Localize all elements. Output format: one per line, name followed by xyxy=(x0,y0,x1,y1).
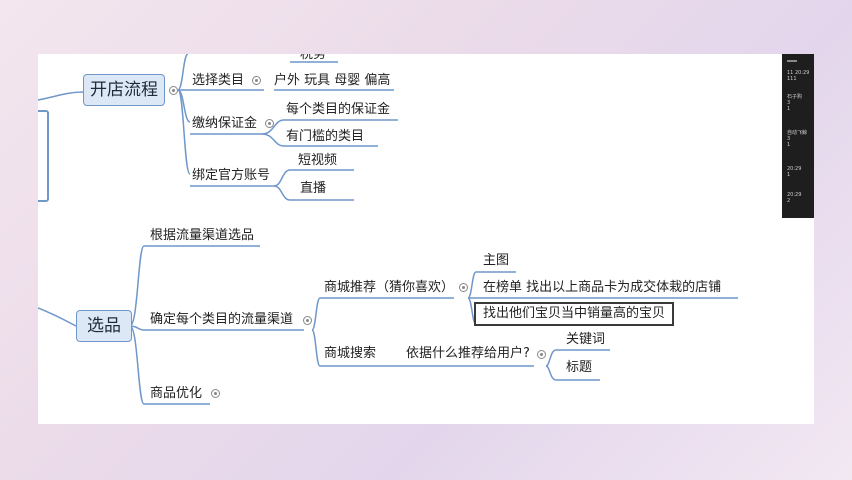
node-keyword[interactable]: 关键词 xyxy=(566,332,606,347)
node-deposit-each[interactable]: 每个类目的保证金 xyxy=(286,102,391,117)
node-live[interactable]: 直播 xyxy=(300,181,327,196)
panel-line: 111 xyxy=(787,76,797,82)
mindmap-canvas: 税务 开店流程 选择类目 户外 玩具 母婴 偏高 缴纳保证金 每个类目的保证金 … xyxy=(38,54,814,424)
root-node[interactable] xyxy=(38,110,49,202)
collapse-toggle-icon[interactable] xyxy=(265,119,274,128)
collapse-toggle-icon[interactable] xyxy=(169,86,178,95)
panel-line: 3 xyxy=(787,100,791,106)
node-tax[interactable]: 税务 xyxy=(300,54,327,62)
panel-line: 20:29 xyxy=(787,192,802,198)
collapse-toggle-icon[interactable] xyxy=(537,350,546,359)
root-link-bottom xyxy=(38,307,77,327)
collapse-toggle-icon[interactable] xyxy=(252,76,261,85)
side-panel: 11 20:29 111 石子购 3 1 自动飞鲸 3 1 20:29 1 20… xyxy=(782,54,814,218)
node-bind-account[interactable]: 绑定官方账号 xyxy=(192,168,271,183)
node-channels[interactable]: 确定每个类目的流量渠道 xyxy=(150,312,294,327)
main-node-product-selection[interactable]: 选品 xyxy=(76,310,132,342)
node-deposit-threshold[interactable]: 有门槛的类目 xyxy=(286,129,365,144)
collapse-toggle-icon[interactable] xyxy=(303,316,312,325)
node-recommend-basis[interactable]: 依据什么推荐给用户? xyxy=(406,346,530,361)
panel-line: 石子购 xyxy=(787,94,803,100)
panel-line: 11 20:29 xyxy=(787,70,810,76)
expand-toggle-icon[interactable] xyxy=(211,389,220,398)
node-deposit[interactable]: 缴纳保证金 xyxy=(192,116,258,131)
panel-line: 20:29 xyxy=(787,166,802,172)
root-link-top xyxy=(38,91,84,101)
node-top-sellers-selected[interactable]: 找出他们宝贝当中销量高的宝贝 xyxy=(474,302,675,326)
mindmap-connectors xyxy=(38,54,738,405)
node-select-category[interactable]: 选择类目 xyxy=(192,73,245,88)
main-node-shop-process[interactable]: 开店流程 xyxy=(83,74,165,106)
node-product-optimize[interactable]: 商品优化 xyxy=(150,386,203,401)
node-title[interactable]: 标题 xyxy=(566,360,593,375)
panel-line: 自动飞鲸 xyxy=(787,130,808,136)
panel-line: 3 xyxy=(787,136,791,142)
panel-line: 1 xyxy=(787,172,791,178)
collapse-toggle-icon[interactable] xyxy=(459,283,468,292)
node-main-image[interactable]: 主图 xyxy=(483,253,510,268)
panel-line: 1 xyxy=(787,142,791,148)
panel-line: 1 xyxy=(787,106,791,112)
node-category-values[interactable]: 户外 玩具 母婴 偏高 xyxy=(274,73,391,88)
menu-icon[interactable] xyxy=(787,60,797,62)
panel-line: 2 xyxy=(787,198,791,204)
node-ranking-shops[interactable]: 在榜单 找出以上商品卡为成交体栽的店铺 xyxy=(483,280,722,295)
node-mall-recommend[interactable]: 商城推荐（猜你喜欢） xyxy=(324,280,455,295)
node-short-video[interactable]: 短视频 xyxy=(298,153,338,168)
node-mall-search[interactable]: 商城搜索 xyxy=(324,346,377,361)
node-by-traffic[interactable]: 根据流量渠道选品 xyxy=(150,228,255,243)
